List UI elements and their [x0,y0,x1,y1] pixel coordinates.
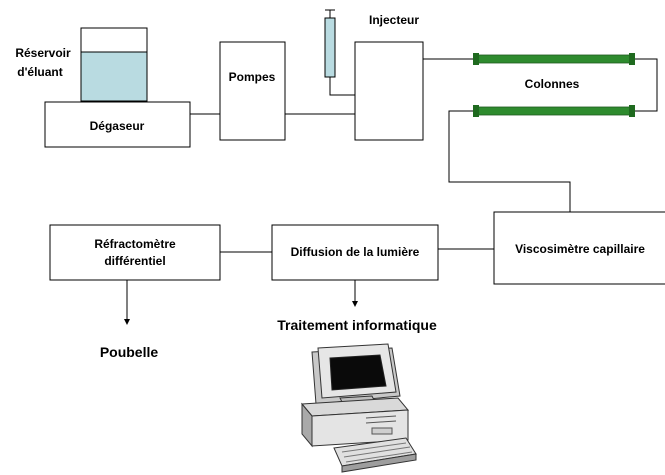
viscometer-label: Viscosimètre capillaire [515,242,645,256]
refractometer-label-line2: différentiel [104,254,165,268]
reservoir-container [80,27,148,102]
viscometer-box [493,211,665,285]
degasser-box [44,101,191,148]
syringe-icon [324,9,336,78]
refractometer-box [49,224,221,281]
injector-label: Injecteur [369,13,419,27]
line-syringe-injector [329,77,355,96]
columns-label: Colonnes [525,77,580,91]
reservoir-label-line2: d'éluant [17,65,63,79]
waste-label: Poubelle [100,344,159,360]
injector-box [354,41,424,141]
column-top [473,53,635,65]
connection-lines [190,58,658,253]
pumps-box [219,41,286,141]
arrow-to-processing [352,280,358,307]
column-bottom [473,105,635,117]
pumps-label: Pompes [229,70,276,84]
line-column-bottom-to-viscometer [448,110,571,212]
arrow-to-waste [124,280,130,325]
light-scattering-box [271,224,439,281]
light-scattering-label: Diffusion de la lumière [291,245,420,259]
eluent-liquid [81,52,147,101]
desktop-computer-icon [300,343,417,473]
reservoir-label-line1: Réservoir [15,46,71,60]
refractometer-label-line1: Réfractomètre [94,237,176,251]
data-processing-label: Traitement informatique [277,317,437,333]
degasser-label: Dégaseur [90,119,145,133]
line-column-loop [632,58,658,112]
